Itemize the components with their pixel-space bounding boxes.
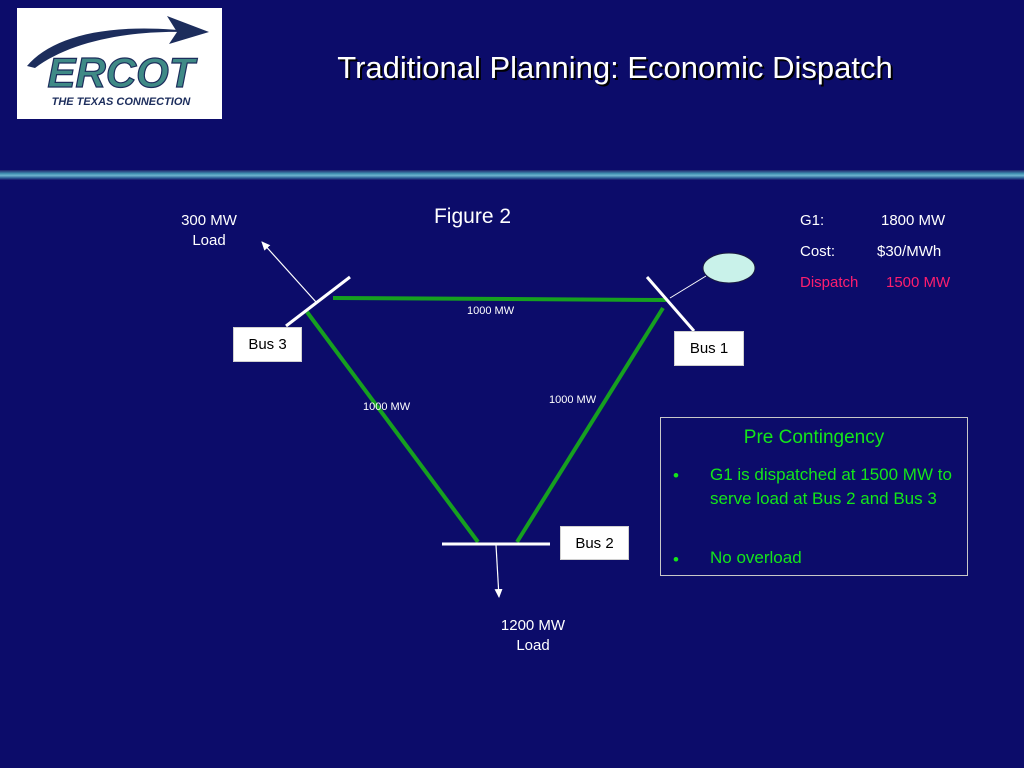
line-bus3-bus1: [332, 296, 667, 302]
page-title: Traditional Planning: Economic Dispatch: [337, 50, 893, 85]
load-bus2-value: 1200 MW: [500, 617, 566, 634]
load-label-bus2: 1200 MW Load: [489, 616, 577, 656]
logo-arrowhead: [167, 16, 209, 44]
bullet-icon: •: [673, 466, 679, 485]
figure-label: Figure 2: [433, 205, 512, 228]
generator-connector: [669, 275, 707, 299]
cost-label: Cost:: [800, 243, 836, 260]
load-bus3-value: 300 MW: [181, 212, 237, 229]
flow-label-bus3-bus1: 1000 MW: [467, 305, 515, 317]
ercot-logo: ERCOT THE TEXAS CONNECTION: [17, 8, 222, 119]
pre-contingency-title: Pre Contingency: [743, 427, 885, 448]
bus3-bar: [285, 275, 351, 328]
line-bus1-bus2: [515, 306, 665, 544]
load-bus3-text: Load: [192, 232, 226, 249]
load-arrow-bus2: [494, 544, 503, 598]
g1-label: G1:: [800, 212, 825, 229]
bus3-label: Bus 3: [233, 327, 302, 362]
load-label-bus3: 300 MW Load: [168, 211, 250, 251]
pre-contingency-bullet-1: G1 is dispatched at 1500 MW to serve loa…: [710, 465, 952, 508]
logo-swoosh: [27, 28, 205, 68]
ercot-logo-graphic: ERCOT THE TEXAS CONNECTION: [27, 16, 209, 108]
bullet-icon: •: [673, 550, 679, 569]
pre-contingency-box: Pre Contingency • G1 is dispatched at 15…: [660, 417, 968, 576]
logo-tagline: THE TEXAS CONNECTION: [52, 96, 192, 108]
load-arrow-bus3: [261, 241, 317, 303]
dispatch-value: 1500 MW: [886, 274, 951, 291]
bus1-label: Bus 1: [674, 331, 744, 366]
bus1-bar: [645, 276, 696, 332]
g1-value: 1800 MW: [881, 212, 946, 229]
logo-wordmark: ERCOT: [48, 49, 198, 96]
pre-contingency-bullet-2: No overload: [710, 548, 802, 567]
generator-info: G1: 1800 MW Cost: $30/MWh Dispatch 1500 …: [800, 212, 1000, 292]
header-divider: [0, 170, 1024, 180]
cost-value: $30/MWh: [877, 243, 942, 260]
dispatch-label: Dispatch: [800, 274, 859, 291]
load-bus2-text: Load: [516, 637, 550, 654]
flow-label-bus1-bus2: 1000 MW: [549, 394, 597, 406]
generator-oval-icon: [702, 252, 756, 284]
flow-label-bus3-bus2: 1000 MW: [363, 401, 411, 413]
bus2-label: Bus 2: [560, 526, 629, 560]
line-bus3-bus2: [305, 310, 480, 544]
